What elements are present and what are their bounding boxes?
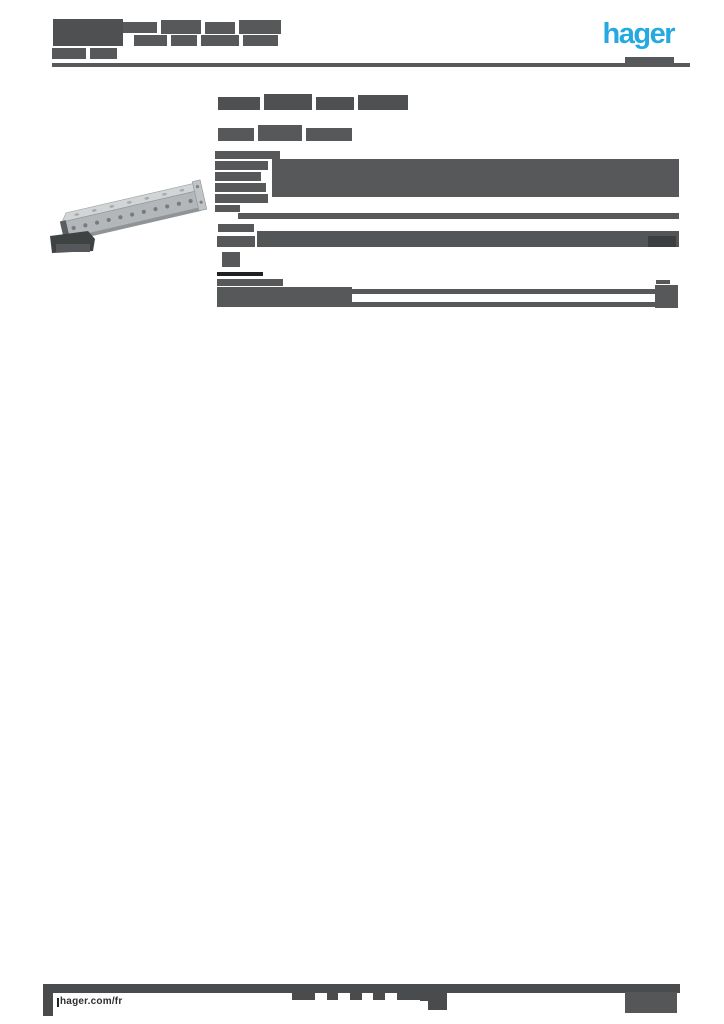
redacted-superscript [656, 280, 670, 284]
redacted-label-line [215, 183, 266, 192]
redacted-title-word [243, 35, 278, 46]
redacted-label-block [222, 252, 240, 267]
redacted-heading-word [358, 95, 408, 110]
redacted-label-line [218, 224, 254, 232]
redacted-subheading-word [306, 128, 352, 141]
redacted-label-line [215, 194, 268, 203]
redacted-subtitle-word [90, 48, 117, 59]
redacted-label-line [217, 236, 255, 247]
redacted-title-word [205, 22, 235, 34]
redacted-title-word [239, 20, 281, 34]
redacted-label-line [215, 151, 280, 159]
redacted-title-word [171, 35, 197, 46]
footer-url-mark [57, 998, 59, 1007]
redacted-heading-word [218, 97, 260, 110]
redacted-title-word [134, 35, 167, 46]
footer-icon [397, 993, 420, 1000]
redacted-label-line [217, 279, 283, 286]
redacted-subheading-word [218, 128, 254, 141]
footer-icon [350, 993, 362, 1000]
hager-logo: hager [602, 18, 676, 50]
redacted-title-word [201, 35, 239, 46]
row-rule-top [352, 289, 657, 294]
footer-icon [327, 993, 338, 1000]
footer-icon-descender [428, 1000, 447, 1010]
redacted-subtitle-word [52, 48, 86, 59]
footer-icon [420, 993, 447, 1001]
redacted-label-block [217, 287, 352, 307]
redacted-label-line [215, 172, 261, 181]
redacted-title-word [161, 20, 201, 34]
footer-left-edge [43, 985, 53, 1016]
footer-url-box [55, 993, 168, 1017]
redacted-label-line [215, 205, 240, 212]
footer-bar [43, 984, 680, 993]
footer-url-link[interactable]: hager.com/fr [60, 996, 123, 1007]
footer-icon [373, 993, 385, 1000]
redacted-fineprint [217, 272, 263, 276]
redacted-value-strip [257, 231, 679, 247]
redacted-heading-word [316, 97, 354, 110]
redacted-title-word [123, 22, 157, 33]
redacted-heading-word [264, 94, 312, 110]
footer-icon [292, 993, 315, 1000]
redacted-footer-right-block [625, 992, 677, 1013]
product-photo [50, 179, 208, 253]
redacted-description-paragraph [272, 159, 679, 197]
redacted-title-block [53, 19, 123, 46]
row-rule-bottom [352, 302, 657, 307]
redacted-value [655, 285, 678, 308]
redacted-logo-subtext [625, 57, 674, 65]
table-rule [238, 213, 679, 219]
redacted-value [648, 236, 676, 247]
header-divider [52, 63, 690, 67]
redacted-subheading-word [258, 125, 302, 141]
redacted-label-line [215, 161, 268, 170]
